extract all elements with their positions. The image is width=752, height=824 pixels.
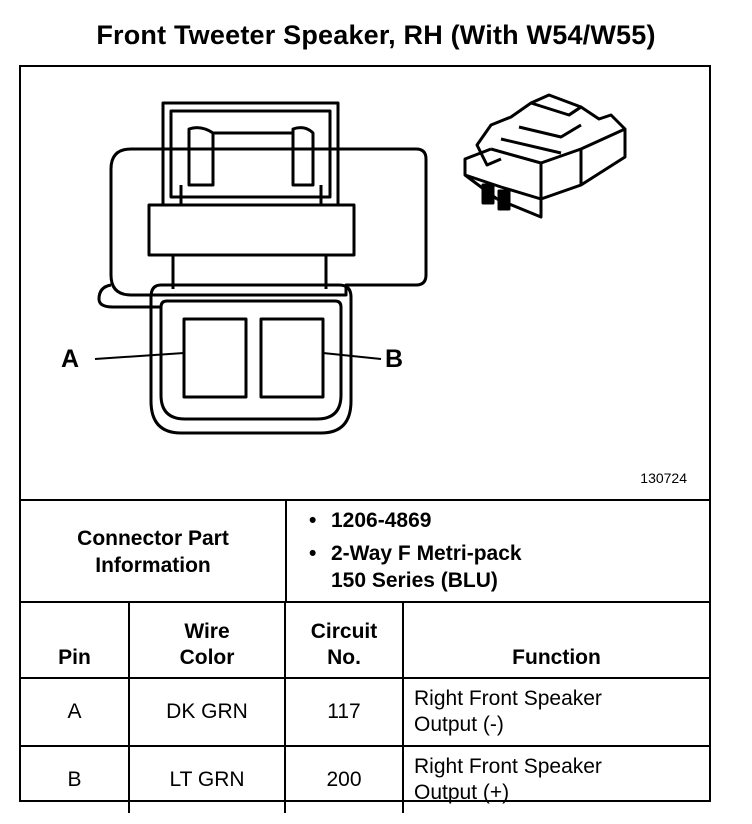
pin-cell: A [21, 677, 130, 747]
function-cell: Right Front Speaker Output (-) [402, 677, 709, 747]
pin-table-header-row: Pin Wire Color Circuit No. Function [21, 602, 709, 679]
pin-cell: B [21, 745, 130, 813]
callout-leader-b [322, 352, 382, 360]
housing-outline [109, 147, 428, 297]
pin-table: Pin Wire Color Circuit No. Function A DK… [21, 601, 709, 813]
connector-drawing [94, 93, 627, 435]
callout-label-a: A [61, 345, 80, 373]
table-row: B LT GRN 200 Right Front Speaker Output … [21, 745, 709, 813]
connector-info-list: 1206-4869 2-Way F Metri-pack 150 Series … [307, 507, 522, 594]
connector-band [147, 203, 356, 257]
connector-perspective-sketch [463, 93, 627, 219]
terminal-cavity-a [182, 317, 248, 399]
header-circuit-no: Circuit No. [284, 602, 404, 679]
terminal-cavity-b [259, 317, 325, 399]
connector-info-label: Connector Part Information [21, 501, 287, 603]
function-cell: Right Front Speaker Output (+) [402, 745, 709, 813]
connector-info-label-line1: Connector Part [77, 527, 229, 550]
page-title: Front Tweeter Speaker, RH (With W54/W55) [96, 20, 656, 50]
header-function: Function [402, 602, 709, 679]
connector-info-label-line2: Information [95, 554, 211, 577]
circuit-cell: 200 [284, 745, 404, 813]
function-line1: Right Front Speaker [414, 687, 602, 710]
table-row: A DK GRN 117 Right Front Speaker Output … [21, 677, 709, 747]
connector-sheet: A B 130724 Connector Part Information 12… [19, 65, 711, 813]
connector-info-item: 2-Way F Metri-pack 150 Series (BLU) [307, 540, 522, 594]
figure-id: 130724 [640, 470, 687, 486]
function-line2: Output (+) [414, 781, 510, 804]
callout-leader-a [94, 352, 185, 360]
header-wire-color-line2: Color [179, 646, 235, 669]
connector-info-item: 1206-4869 [307, 507, 522, 534]
connector-info-item-line: 2-Way F Metri-pack [331, 542, 522, 565]
header-circuit-line1: Circuit [310, 620, 378, 643]
callout-label-b: B [385, 345, 404, 373]
connector-info-item-line: 150 Series (BLU) [331, 569, 498, 592]
function-line1: Right Front Speaker [414, 755, 602, 778]
connector-illustration: A B 130724 [21, 67, 709, 499]
terminal-face [149, 283, 353, 435]
connector-info-row: Connector Part Information 1206-4869 2-W… [21, 499, 709, 603]
wire-color-cell: LT GRN [128, 745, 286, 813]
function-line2: Output (-) [414, 713, 504, 736]
wire-color-cell: DK GRN [128, 677, 286, 747]
header-circuit-line2: No. [327, 646, 361, 669]
header-wire-color: Wire Color [128, 602, 286, 679]
header-wire-color-line1: Wire [184, 620, 230, 643]
circuit-cell: 117 [284, 677, 404, 747]
header-pin: Pin [21, 602, 130, 679]
